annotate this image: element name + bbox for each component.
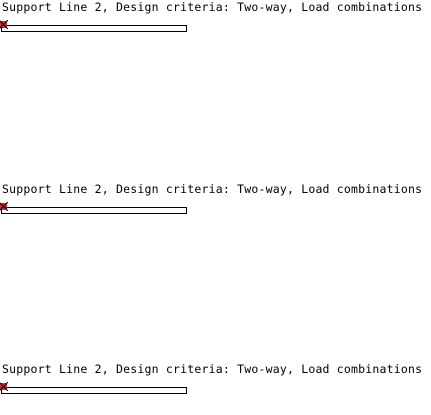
- support-line-panel-3: Support Line 2, Design criteria: Two-way…: [0, 362, 431, 394]
- panel-caption: Support Line 2, Design criteria: Two-way…: [2, 362, 423, 376]
- panel-caption: Support Line 2, Design criteria: Two-way…: [2, 0, 423, 14]
- strip-outline: [1, 25, 187, 32]
- strip-outline: [1, 387, 187, 394]
- support-marker-icon: [0, 20, 8, 29]
- support-marker-icon: [0, 382, 8, 391]
- support-line-panel-2: Support Line 2, Design criteria: Two-way…: [0, 182, 431, 214]
- strip-outline: [1, 207, 187, 214]
- support-line-panel-1: Support Line 2, Design criteria: Two-way…: [0, 0, 431, 32]
- panel-caption: Support Line 2, Design criteria: Two-way…: [2, 182, 423, 196]
- support-marker-icon: [0, 202, 8, 211]
